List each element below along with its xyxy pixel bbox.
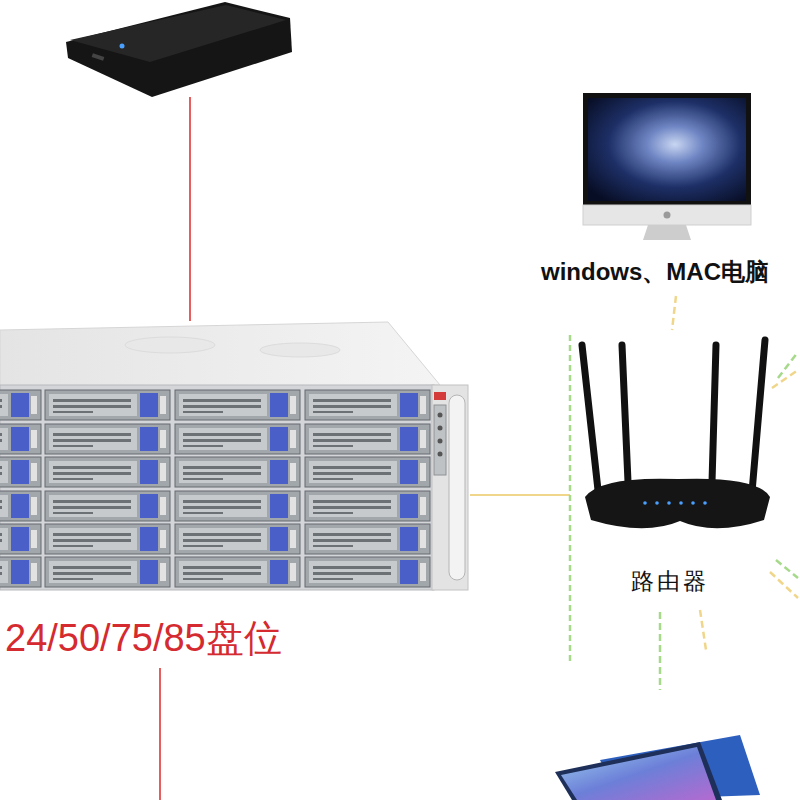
wifi-ray (778, 352, 798, 378)
monitor-stand (643, 225, 691, 240)
drive-tray (45, 457, 170, 487)
led (667, 501, 671, 505)
hdd-led (120, 44, 125, 49)
drive-tray (45, 557, 170, 587)
antenna (752, 340, 765, 492)
led (643, 501, 647, 505)
led (655, 501, 659, 505)
drive-tray (305, 491, 430, 521)
smartphones (555, 735, 760, 800)
drive-tray (45, 491, 170, 521)
storage-server-node: 24/50/75/85盘位 (0, 325, 470, 665)
server-ear (432, 385, 468, 590)
button (438, 426, 443, 431)
drive-tray (0, 491, 41, 521)
wireless-rays (660, 296, 798, 690)
drive-tray (0, 457, 41, 487)
drive-tray (45, 424, 170, 454)
router-body (585, 479, 770, 529)
button (438, 452, 443, 457)
network-link (470, 494, 570, 496)
drive-tray (0, 557, 41, 587)
led (679, 501, 683, 505)
wifi-ray (776, 560, 798, 578)
drive-tray (305, 457, 430, 487)
drive-tray (175, 557, 300, 587)
button (438, 439, 443, 444)
drive-tray (0, 524, 41, 554)
cable (159, 668, 161, 800)
antenna (712, 345, 716, 482)
monitor-screen (588, 98, 746, 201)
drive-tray (175, 457, 300, 487)
led (703, 501, 707, 505)
desktop-computer (583, 93, 751, 240)
device-label: 24/50/75/85盘位 (5, 617, 282, 661)
drive-tray (0, 424, 41, 454)
drive-tray (305, 524, 430, 554)
drive-tray (175, 524, 300, 554)
antenna (622, 345, 628, 482)
drive-tray (45, 390, 170, 420)
external-hdd (66, 2, 292, 97)
server-emboss (260, 343, 340, 357)
drive-tray (305, 557, 430, 587)
device-label: 路由器 (631, 568, 709, 594)
rack-server (0, 322, 468, 590)
server-handle (449, 395, 465, 580)
wifi-ray (772, 370, 798, 388)
drive-tray (305, 424, 430, 454)
control-panel (434, 405, 446, 475)
phone (555, 742, 722, 800)
network-link (569, 335, 572, 665)
button (438, 413, 443, 418)
drive-tray (175, 424, 300, 454)
wifi-ray (672, 296, 676, 330)
hdd-top (70, 5, 286, 62)
server-top (0, 322, 440, 388)
monitor-chin (583, 205, 751, 225)
wifi-ray (659, 612, 662, 690)
drive-tray (305, 390, 430, 420)
device-label: windows、MAC电脑 (541, 258, 769, 286)
led (691, 501, 695, 505)
antenna (582, 345, 598, 490)
hdd-port (92, 53, 105, 61)
wifi-router (582, 340, 770, 528)
logo (664, 212, 671, 219)
hdd-body (66, 2, 292, 97)
drive-tray (175, 491, 300, 521)
drive-tray (175, 390, 300, 420)
computer-node: windows、MAC电脑 (510, 90, 800, 290)
server-logo (434, 392, 446, 400)
server-front (0, 385, 434, 590)
phone-screen (561, 747, 716, 800)
server-emboss (125, 337, 215, 353)
wifi-ray (700, 610, 706, 650)
monitor-bezel (583, 93, 751, 206)
usb-cable (189, 97, 191, 321)
drive-tray (0, 390, 41, 420)
router-node: 路由器 (570, 335, 770, 600)
drive-tray (45, 524, 170, 554)
